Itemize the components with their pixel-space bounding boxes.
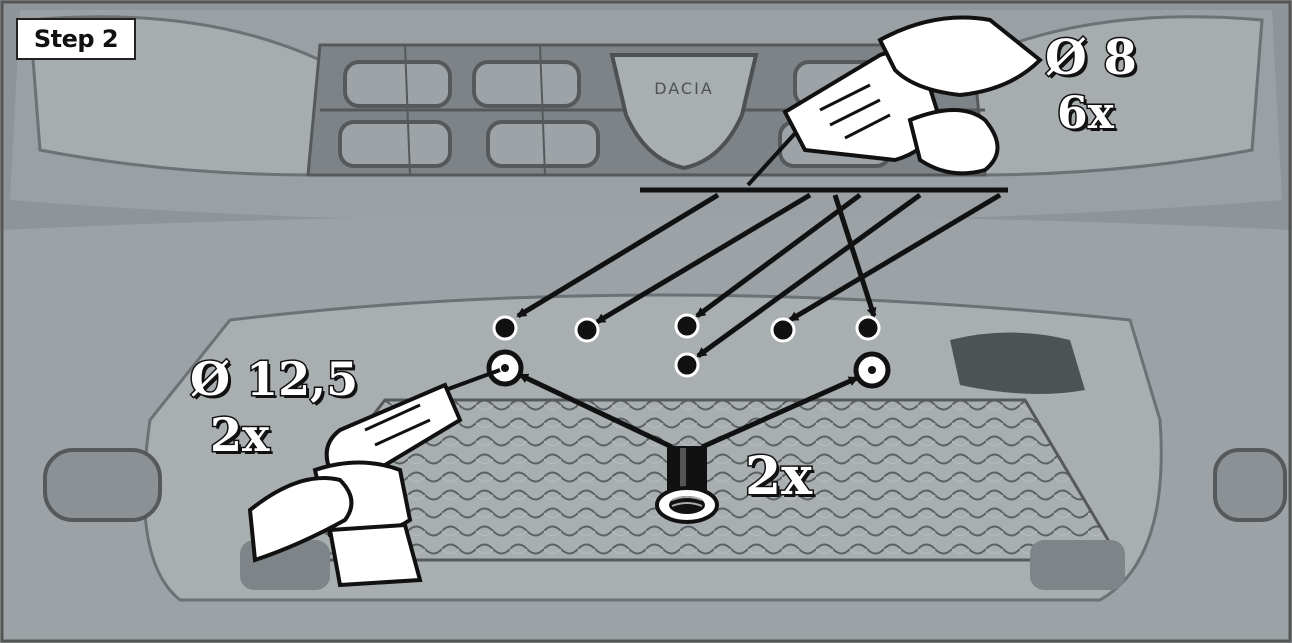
small-drill-diameter: Ø 8 [1045,34,1137,82]
right-vent [1030,540,1125,590]
small-hole [576,319,598,341]
small-hole [857,317,879,339]
small-drill-quantity: 6x [1057,92,1114,136]
shadow-patch [950,333,1085,395]
right-fog-light [1215,450,1285,520]
left-fog-light [45,450,160,520]
small-hole [494,317,516,339]
large-drill-diameter: Ø 12,5 [190,356,358,402]
large-drill-quantity: 2x [210,412,269,458]
step-label: Step 2 [16,18,136,60]
fastener-quantity: 2x [745,451,812,503]
svg-text:DACIA: DACIA [654,79,714,98]
small-hole [772,319,794,341]
small-hole [676,315,698,337]
small-hole [676,354,698,376]
